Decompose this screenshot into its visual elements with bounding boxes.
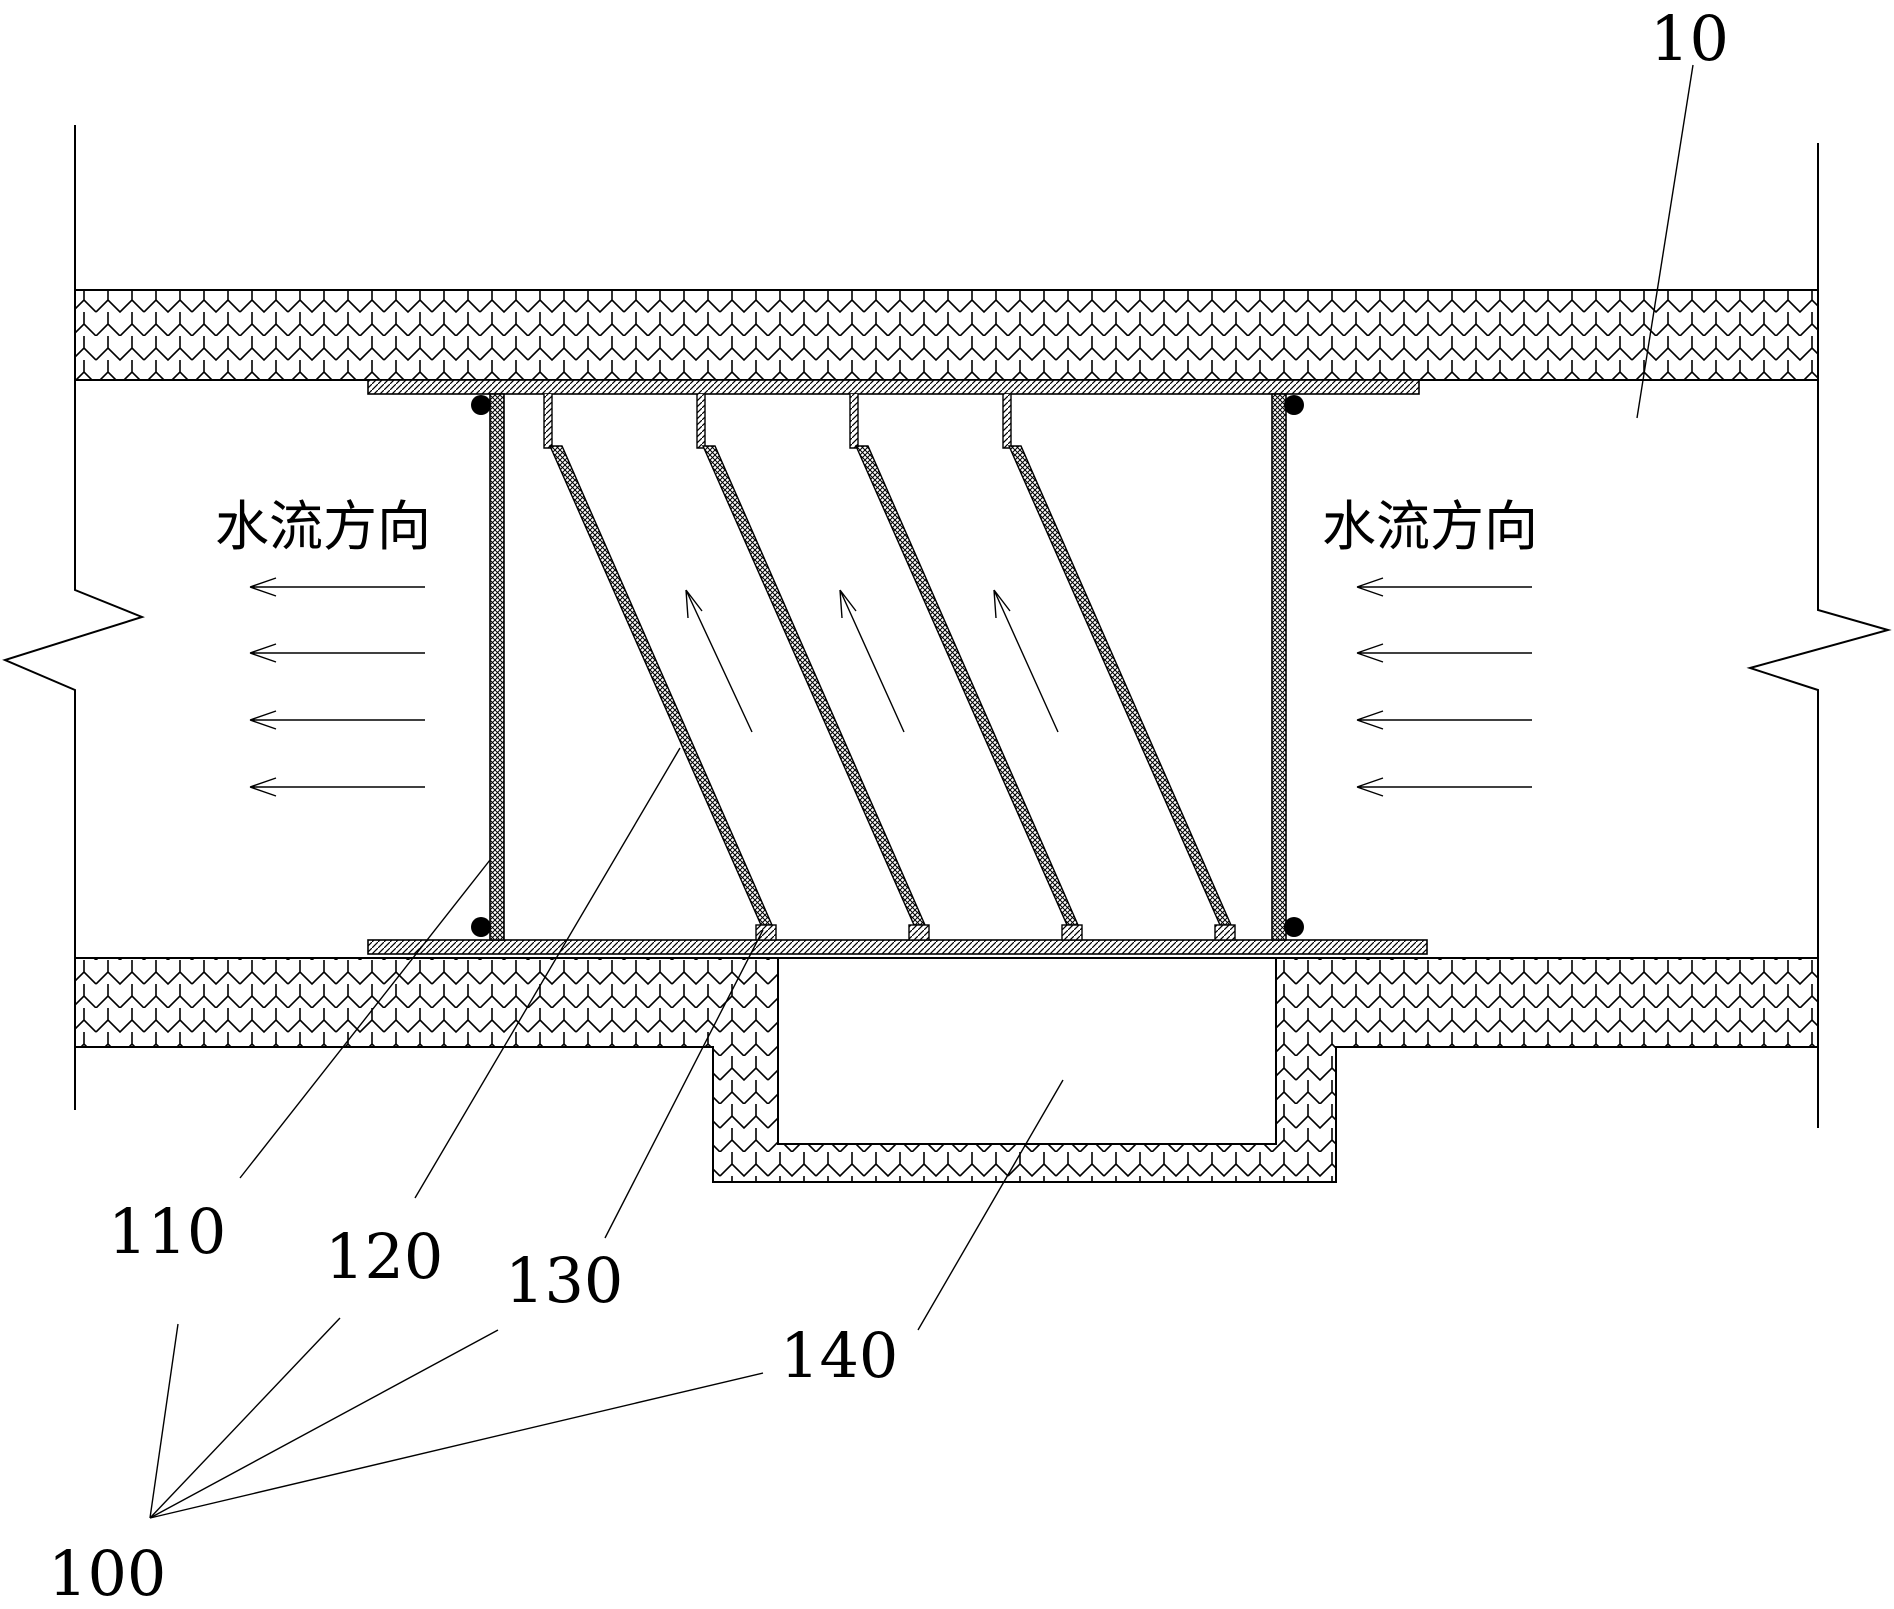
inner-flow-arrow-1 bbox=[685, 589, 753, 733]
sump-cavity bbox=[777, 957, 1277, 1145]
label-10: 10 bbox=[1650, 2, 1729, 75]
label-120: 120 bbox=[325, 1220, 443, 1293]
pipe-top-wall bbox=[74, 289, 1819, 381]
right-flow-arrows bbox=[1356, 577, 1532, 797]
seal-bottom-left bbox=[471, 917, 491, 937]
pipe-break-right bbox=[1746, 143, 1892, 1128]
flow-direction-label-right: 水流方向 bbox=[1322, 495, 1538, 558]
baffle-2 bbox=[696, 394, 930, 941]
left-flow-arrows bbox=[249, 577, 425, 797]
inner-flow-arrow-3 bbox=[993, 589, 1059, 733]
baffle-3 bbox=[849, 394, 1083, 941]
bottom-mount-plate bbox=[367, 939, 1428, 955]
leader-lines bbox=[149, 64, 1694, 1519]
baffle-4 bbox=[1002, 394, 1236, 941]
label-100: 100 bbox=[48, 1537, 166, 1609]
label-130: 130 bbox=[505, 1244, 623, 1317]
inner-flow-arrow-2 bbox=[839, 589, 905, 733]
pipe-break-left bbox=[2, 125, 145, 1110]
label-140: 140 bbox=[780, 1319, 898, 1392]
seal-top-right bbox=[1284, 395, 1304, 415]
flow-direction-label-left: 水流方向 bbox=[215, 495, 431, 558]
seal-top-left bbox=[471, 395, 491, 415]
seal-bottom-right bbox=[1284, 917, 1304, 937]
left-end-plate bbox=[489, 393, 505, 941]
right-end-plate bbox=[1271, 393, 1287, 941]
baffle-1 bbox=[543, 394, 777, 941]
top-mount-plate bbox=[367, 379, 1420, 395]
label-110: 110 bbox=[108, 1195, 226, 1268]
